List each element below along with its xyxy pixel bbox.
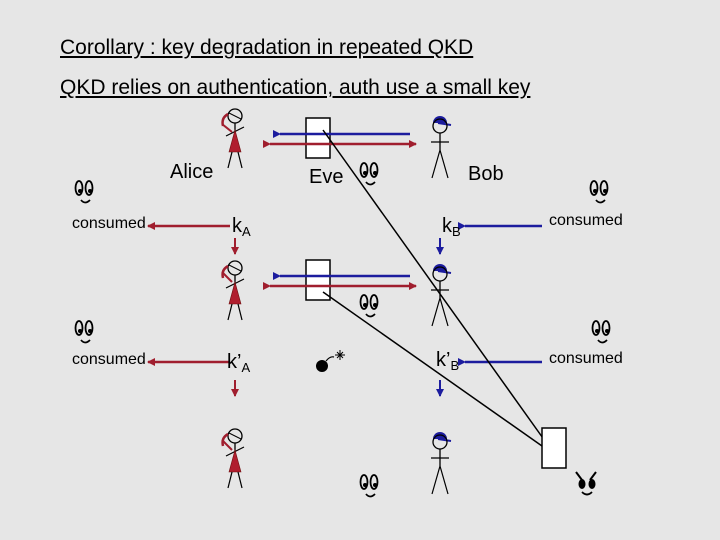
alice-wave	[221, 439, 233, 451]
eve-device-box	[541, 427, 567, 469]
alice-figure	[221, 259, 246, 322]
alice-consumed-label: consumed	[72, 351, 146, 368]
row-2	[221, 238, 452, 327]
bob-key-prime-label: k’B	[436, 349, 460, 373]
alice-name-label: Alice	[170, 161, 214, 183]
eve-face-icon	[359, 294, 379, 318]
alice-key-label: kA	[232, 215, 251, 239]
alice-consumed-label: consumed	[72, 215, 146, 232]
eve-face-icon	[74, 180, 94, 204]
eve-face-icon	[359, 162, 379, 186]
alice-figure	[221, 107, 246, 170]
alice-wave	[221, 271, 233, 283]
alice-key-prime-label: k’A	[227, 351, 251, 375]
bob-figure	[430, 431, 452, 495]
eve-face-icon	[589, 180, 609, 204]
bob-figure	[430, 115, 452, 179]
row-1	[221, 107, 452, 186]
eve-face-icon	[74, 320, 94, 344]
alice-figure	[221, 427, 246, 490]
eve-link-line	[322, 291, 543, 447]
bob-name-label: Bob	[468, 163, 504, 185]
bob-consumed-label: consumed	[549, 212, 623, 229]
eve-face-icon	[591, 320, 611, 344]
eve-name-label: Eve	[309, 166, 344, 188]
row-3	[221, 380, 567, 498]
slide-title: Corollary : key degradation in repeated …	[60, 36, 474, 59]
eve-link-line	[322, 129, 551, 449]
alice-wave	[221, 123, 233, 133]
eve-face-icon	[359, 474, 379, 498]
bomb-icon	[316, 350, 345, 372]
devil-face-icon	[575, 471, 597, 496]
slide-subtitle: QKD relies on authentication, auth use a…	[60, 76, 531, 99]
eve-device-box	[305, 117, 331, 159]
bob-key-label: kB	[442, 215, 461, 239]
bob-consumed-label: consumed	[549, 350, 623, 367]
